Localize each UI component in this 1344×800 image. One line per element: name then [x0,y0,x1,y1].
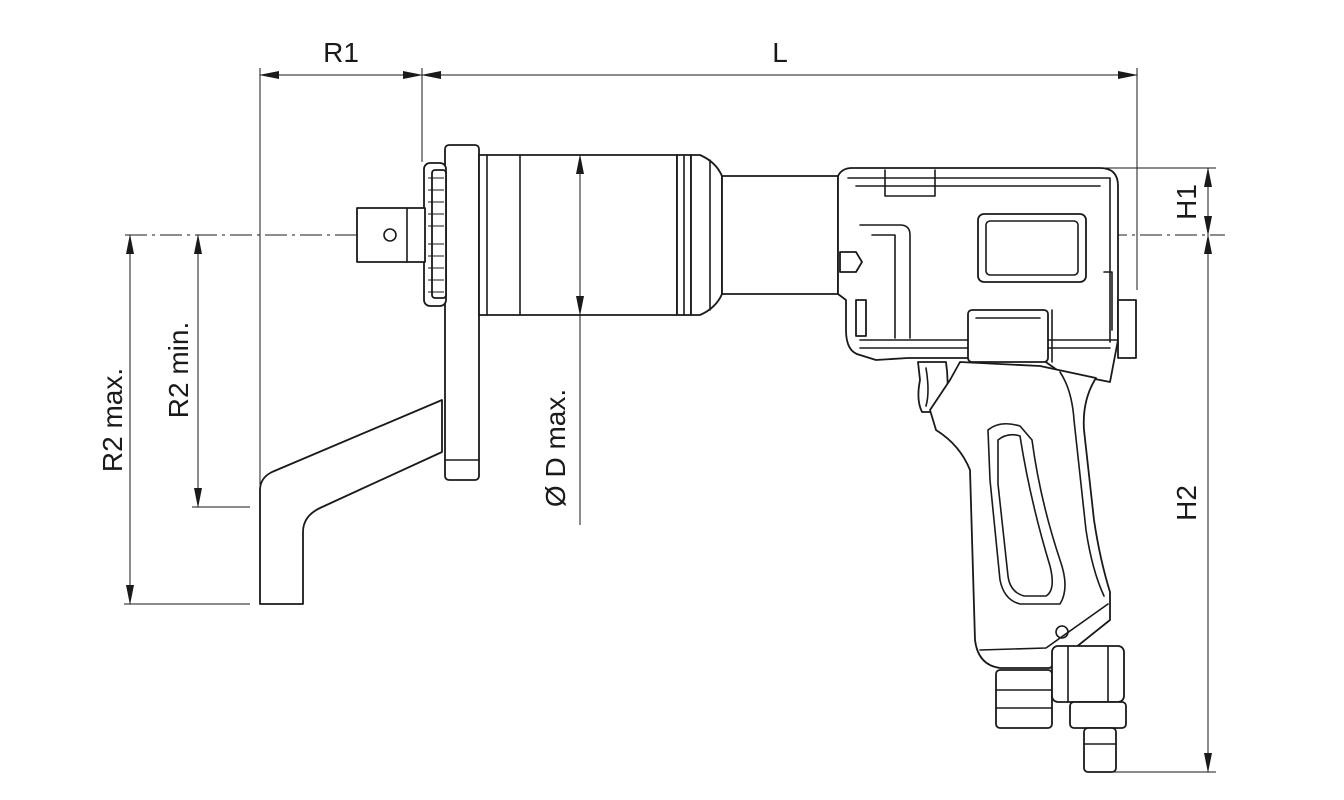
motor-tube [721,175,839,295]
d-max-label: Ø D max. [540,389,571,507]
r1-label: R1 [323,37,359,68]
r2-max-label: R2 max. [97,368,128,472]
pistol-body [837,167,1137,383]
handle-grip [929,361,1111,669]
reaction-plate [444,144,480,481]
h1-label: H1 [1171,184,1202,220]
r2-min-label: R2 min. [163,322,194,418]
h2-label: H2 [1171,485,1202,521]
air-inlet-fittings [995,625,1127,773]
extension-lines [124,68,1216,773]
gear-housing [478,154,723,316]
reaction-arm [259,399,443,605]
l-label: L [772,37,788,68]
square-drive [356,207,426,263]
spline-ring [423,162,447,307]
